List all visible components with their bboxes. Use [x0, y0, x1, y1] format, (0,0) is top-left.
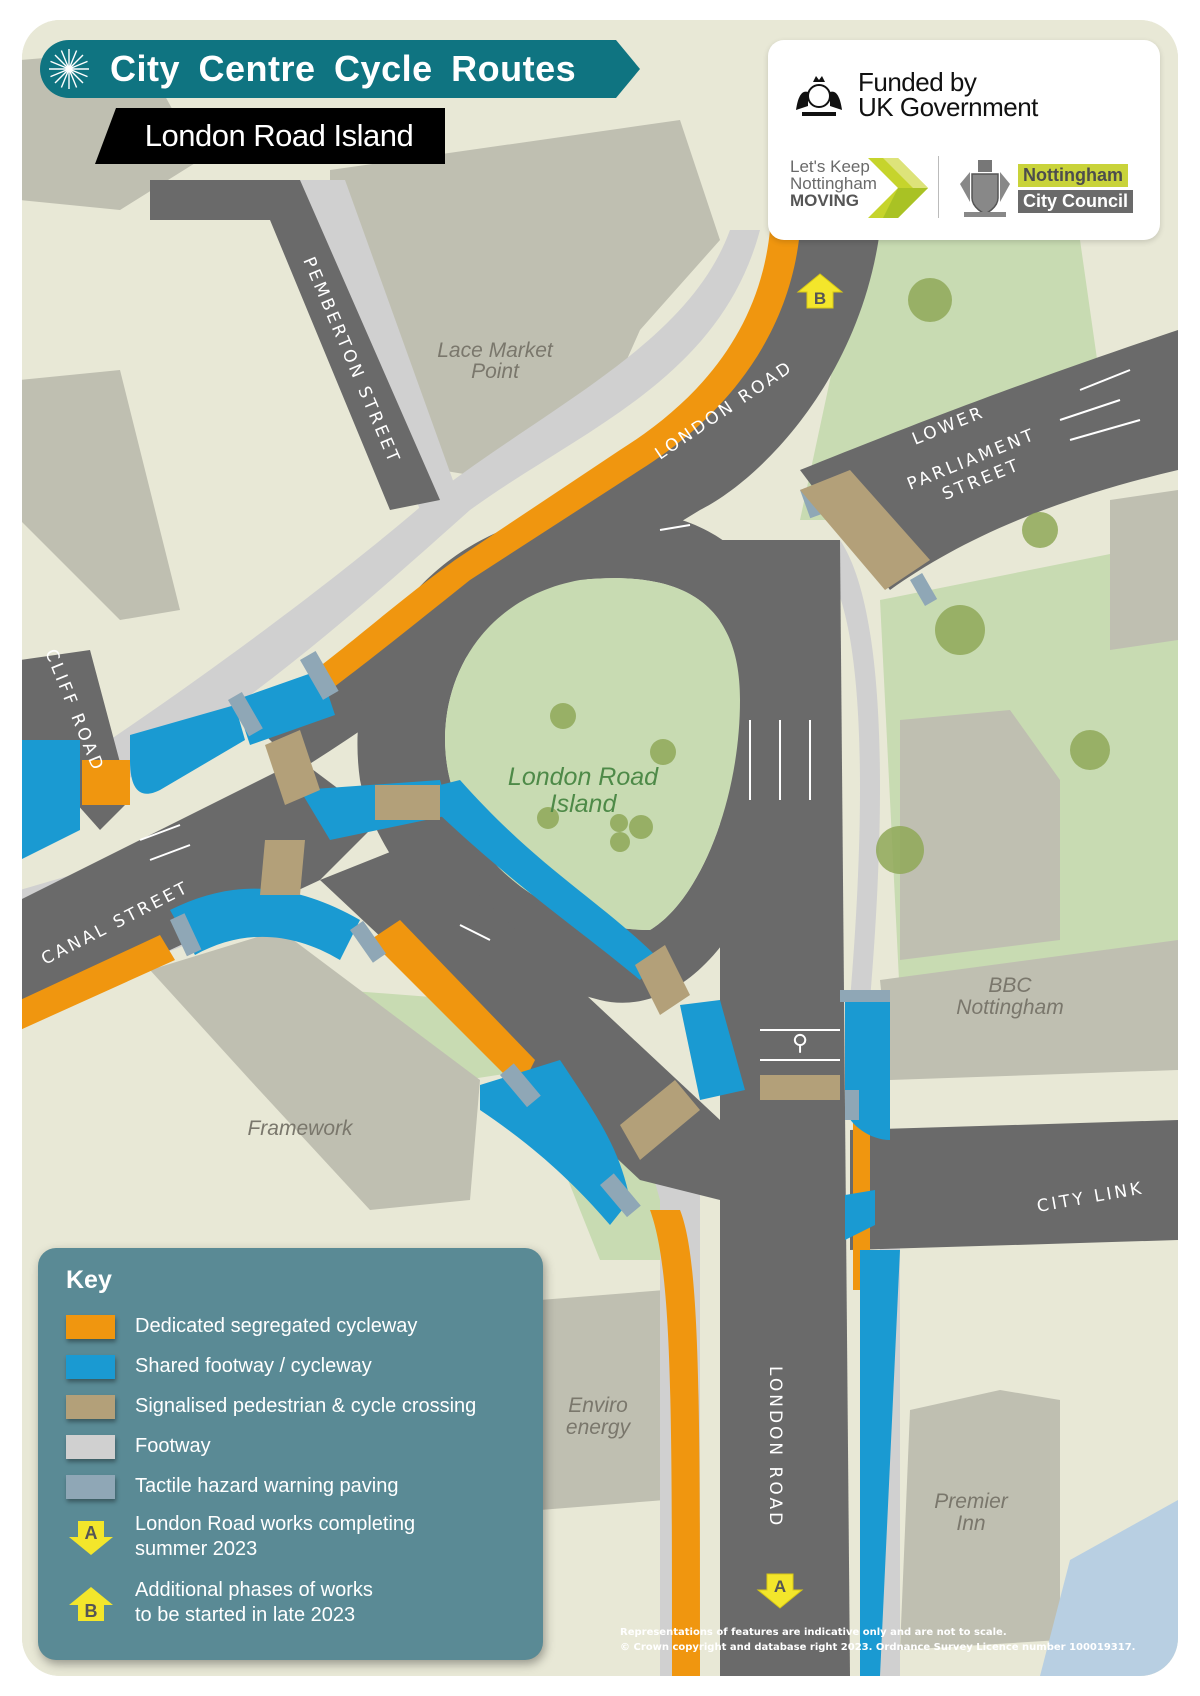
tactile-paving: [170, 485, 938, 1218]
building-lace-market-point: [330, 120, 720, 480]
crossings: [260, 470, 930, 1160]
lane-markings: [139, 369, 1141, 1061]
svg-text:A: A: [774, 1577, 786, 1596]
marker-a-down[interactable]: A: [756, 1573, 804, 1609]
marker-b-up[interactable]: B: [796, 273, 844, 309]
road-city-link: [850, 1120, 1178, 1250]
building-label: Premier: [934, 1490, 1009, 1513]
legend-item-shared-footway: Shared footway / cycleway: [66, 1354, 372, 1379]
legend-title: Key: [66, 1266, 112, 1294]
island-label: London Road: [508, 763, 659, 791]
funded-by-text: Funded by: [858, 67, 977, 97]
road-london-road-south: [720, 540, 850, 1676]
swatch-footway: [66, 1434, 115, 1459]
page-title: City Centre Cycle Routes: [110, 48, 577, 89]
building: [900, 710, 1060, 960]
nottingham-crest-icon: [960, 160, 1010, 217]
uk-government-logo: Funded by UK Government: [792, 67, 1038, 122]
street-label-london-road-south: LONDON ROAD: [765, 1366, 785, 1528]
island-label: Island: [550, 790, 618, 818]
copyright-text: © Crown copyright and database right 202…: [620, 1642, 1136, 1653]
building: [1110, 490, 1178, 650]
water: [1040, 1500, 1178, 1676]
building-label: Nottingham: [956, 996, 1063, 1019]
crossing-lower-parliament: [800, 470, 930, 590]
crossing-canal-street: [260, 840, 305, 895]
building: [22, 370, 180, 620]
svg-text:B: B: [84, 1601, 97, 1621]
cycle-symbol-icon: ⚲: [792, 1030, 808, 1055]
trees: [537, 278, 1110, 874]
cycleway-london-road-south-west: [650, 1210, 700, 1676]
uk-government-text: UK Government: [858, 92, 1038, 122]
swatch-shared: [66, 1354, 115, 1379]
funding-logos: Funded by UK Government Let's Keep Notti…: [768, 40, 1160, 240]
legend-item-marker-b: B Additional phases of works to be start…: [66, 1578, 373, 1628]
swatch-crossing: [66, 1394, 115, 1419]
starburst-icon: [40, 40, 98, 98]
legend-item-marker-a: A London Road works completing summer 20…: [66, 1512, 415, 1562]
nottingham-city-council-logo: Nottingham City Council: [1018, 164, 1134, 213]
road-roundabout: [357, 509, 792, 1003]
lets-keep-nottingham-moving-logo: Let's Keep Nottingham MOVING: [790, 157, 877, 210]
map-legend: Key Dedicated segregated cycleway Shared…: [38, 1248, 543, 1660]
crossing-island-south: [635, 945, 690, 1015]
building-bbc-nottingham: [880, 940, 1178, 1080]
crossing-london-road-west: [265, 730, 320, 805]
swatch-tactile: [66, 1474, 115, 1499]
building-label: Lace Market: [437, 339, 554, 362]
legend-item-crossing: Signalised pedestrian & cycle crossing: [66, 1394, 476, 1419]
title-banner: City Centre Cycle Routes: [40, 40, 640, 98]
map-frame: ⚲ London Road Island Lace Market Point B…: [22, 20, 1178, 1676]
road-sw-arm: [320, 840, 720, 1200]
building-premier-inn: [900, 1390, 1060, 1650]
building-label: energy: [566, 1416, 632, 1439]
disclaimer-text: Representations of features are indicati…: [620, 1627, 1007, 1638]
subtitle-box: London Road Island: [95, 108, 445, 164]
cycleways: [22, 230, 870, 1676]
building-label: Inn: [956, 1512, 985, 1535]
page-subtitle: London Road Island: [144, 118, 414, 153]
building-label: Point: [471, 360, 520, 383]
royal-coat-of-arms-icon: [796, 76, 842, 116]
copyright-footer: Representations of features are indicati…: [620, 1625, 1135, 1655]
cycleway-sw: [370, 920, 535, 1090]
legend-item-cycleway: Dedicated segregated cycleway: [66, 1314, 417, 1339]
legend-item-footway: Footway: [66, 1434, 211, 1459]
cycleway-london-road-north: [315, 230, 800, 690]
crossing-island-west: [375, 785, 440, 820]
swatch-cycleway: [66, 1314, 115, 1339]
marker-a-down-icon: A: [66, 1515, 115, 1559]
building-label: Framework: [247, 1117, 354, 1140]
cycleway-canal-street: [22, 935, 175, 1030]
crossing-london-road-south: [760, 1075, 840, 1100]
legend-item-tactile: Tactile hazard warning paving: [66, 1474, 399, 1499]
crossing-sw-arm: [620, 1080, 700, 1160]
buildings: [22, 50, 1178, 1650]
building-framework: [150, 930, 480, 1210]
route-map: ⚲ London Road Island Lace Market Point B…: [22, 20, 1178, 1676]
marker-b-up-icon: B: [66, 1581, 115, 1625]
road-pemberton-street: [150, 180, 440, 510]
road-canal-street: [22, 760, 380, 1020]
building-enviro-energy: [540, 1290, 665, 1510]
building-label: BBC: [988, 974, 1032, 997]
svg-text:A: A: [84, 1523, 97, 1543]
chevron-right-icon: [868, 158, 928, 218]
cycleway-cliff-road-crossing: [82, 760, 130, 805]
svg-text:B: B: [814, 289, 826, 308]
logo-divider: [938, 156, 939, 218]
building-label: Enviro: [568, 1394, 628, 1417]
